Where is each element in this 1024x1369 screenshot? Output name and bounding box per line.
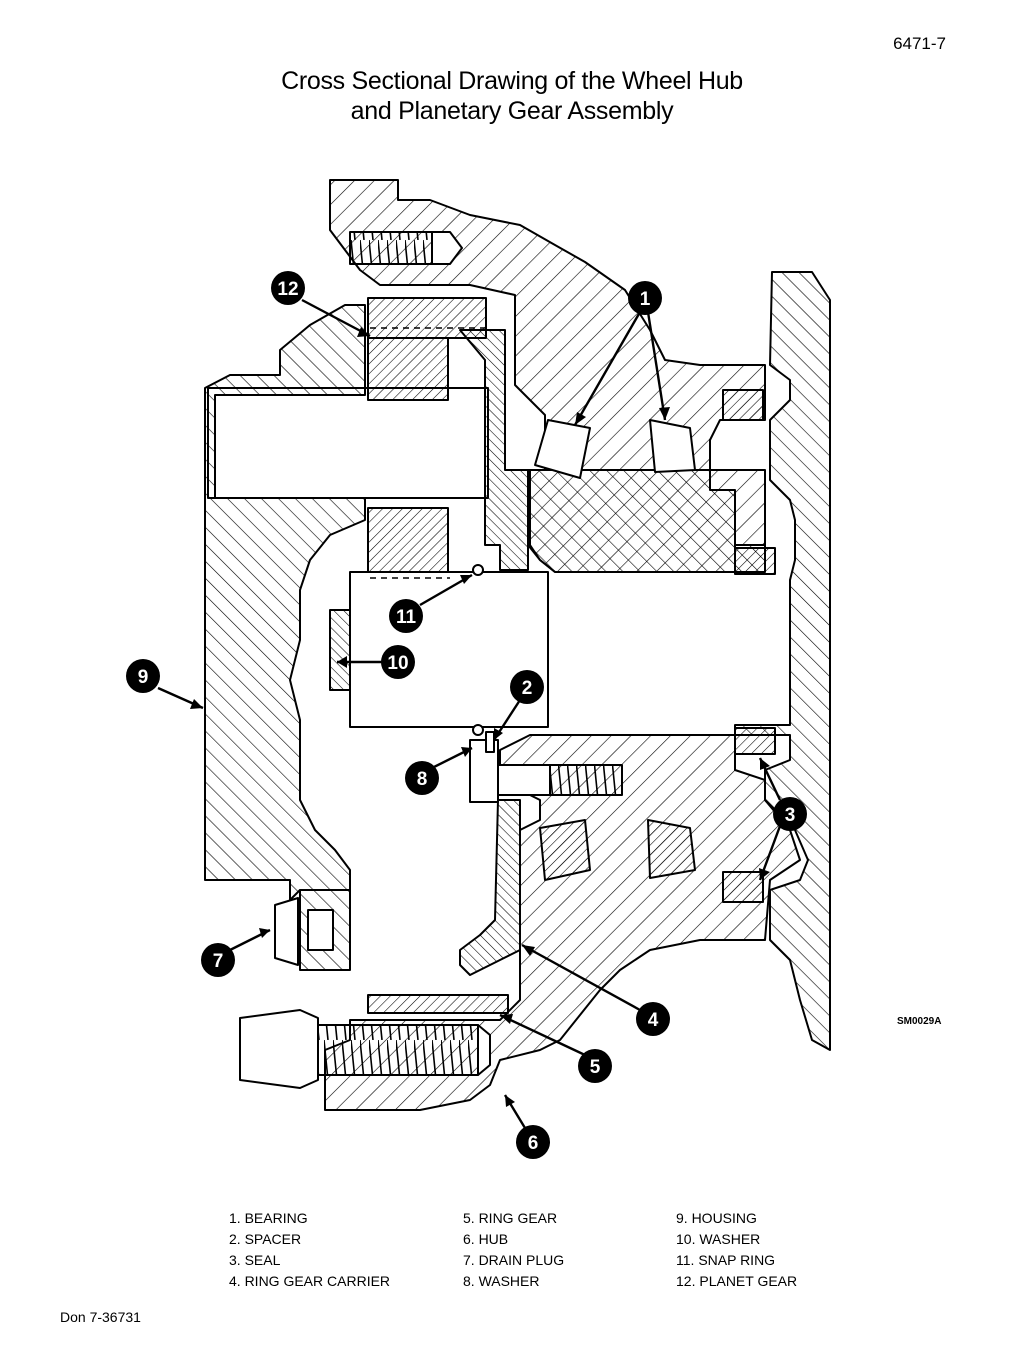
- title-line-1: Cross Sectional Drawing of the Wheel Hub: [281, 67, 743, 95]
- bolt-thread-8: [549, 764, 623, 796]
- sun-gear-shaft: [349, 571, 549, 728]
- drain-plug-insert: [307, 909, 334, 951]
- legend-item: 6. HUB: [463, 1231, 509, 1247]
- legend-column-1: 1. BEARING 2. SPACER 3. SEAL 4. RING GEA…: [229, 1208, 390, 1292]
- svg-text:2: 2: [522, 678, 533, 699]
- ring-gear-carrier: [459, 799, 521, 976]
- page-id: 6471-7: [893, 34, 946, 53]
- bearing-lower-right: [647, 819, 696, 879]
- legend-item: 5. RING GEAR: [463, 1210, 558, 1226]
- svg-text:12: 12: [277, 279, 298, 300]
- document-reference: Don 7-36731: [60, 1309, 141, 1325]
- legend-item: 3. SEAL: [229, 1252, 281, 1268]
- legend-item: 10. WASHER: [676, 1231, 761, 1247]
- snap-ring-11: [472, 564, 484, 576]
- seal-mid-lower: [734, 727, 776, 755]
- ring-gear: [367, 994, 509, 1014]
- legend-item: 9. HOUSING: [676, 1210, 757, 1226]
- callout-8: 8: [405, 761, 439, 795]
- svg-text:1: 1: [640, 289, 651, 310]
- svg-text:6: 6: [528, 1133, 539, 1154]
- legend-item: 4. RING GEAR CARRIER: [229, 1273, 391, 1289]
- legend-item: 2. SPACER: [229, 1231, 302, 1247]
- thrust-washer-10: [329, 609, 351, 691]
- callout-9: 9: [126, 659, 160, 693]
- title-line-2: and Planetary Gear Assembly: [350, 97, 674, 125]
- svg-text:3: 3: [785, 805, 796, 826]
- wheel-stud-head: [239, 1009, 319, 1089]
- top-bolt: [349, 231, 433, 265]
- legend-item: 8. WASHER: [463, 1273, 540, 1289]
- leader-1a: [573, 311, 642, 426]
- bearing-upper-right: [649, 419, 696, 473]
- snap-ring-lower: [472, 724, 484, 736]
- carrier-plate-upper: [459, 329, 529, 571]
- callout-5: 5: [578, 1049, 612, 1083]
- leader-4: [521, 943, 641, 1012]
- legend-item: 12. PLANET GEAR: [676, 1273, 798, 1289]
- callout-12: 12: [271, 271, 305, 305]
- drawing-title: Cross Sectional Drawing of the Wheel Hub…: [0, 66, 1024, 126]
- wheel-stud-tip: [477, 1024, 491, 1076]
- legend-item: 11. SNAP RING: [676, 1252, 776, 1268]
- wheel-stud-thread: [317, 1024, 479, 1076]
- callout-1: 1: [628, 281, 662, 315]
- seal-lower: [722, 871, 764, 903]
- axle-housing-wall: [734, 271, 831, 1051]
- callout-6: 6: [516, 1125, 550, 1159]
- top-bolt-tip: [431, 231, 463, 265]
- svg-text:10: 10: [387, 653, 408, 674]
- spindle-upper: [529, 469, 766, 573]
- seal-upper: [722, 389, 764, 421]
- svg-text:11: 11: [396, 607, 417, 628]
- bolt-shank-8: [497, 764, 551, 796]
- leader-5: [499, 1013, 586, 1057]
- callout-2: 2: [510, 670, 544, 704]
- bearing-lower-left: [539, 819, 591, 881]
- leader-12: [301, 298, 371, 338]
- figure-id: SM0029A: [897, 1016, 942, 1027]
- callout-7: 7: [201, 943, 235, 977]
- drain-plug-7: [274, 897, 299, 966]
- planet-shaft: [207, 387, 489, 499]
- callout-11: 11: [389, 599, 423, 633]
- legend-column-2: 5. RING GEAR 6. HUB 7. DRAIN PLUG 8. WAS…: [463, 1208, 564, 1292]
- legend-item: 7. DRAIN PLUG: [463, 1252, 565, 1268]
- svg-text:7: 7: [213, 951, 224, 972]
- svg-text:4: 4: [648, 1010, 659, 1031]
- callout-10: 10: [381, 645, 415, 679]
- legend-column-3: 9. HOUSING 10. WASHER 11. SNAP RING 12. …: [676, 1208, 797, 1292]
- legend-item: 1. BEARING: [229, 1210, 308, 1226]
- svg-text:5: 5: [590, 1057, 601, 1078]
- spacer-2: [485, 731, 495, 753]
- svg-text:8: 8: [417, 769, 428, 790]
- svg-text:9: 9: [138, 667, 149, 688]
- seal-mid-upper: [734, 547, 776, 575]
- callout-3: 3: [773, 797, 807, 831]
- planet-gear-body: [367, 337, 449, 401]
- housing-body: [204, 304, 366, 901]
- leader-1b: [646, 311, 667, 421]
- callouts: 1 2 3 4 5 6 7 8 9 10 11 12: [126, 271, 807, 1159]
- callout-4: 4: [636, 1002, 670, 1036]
